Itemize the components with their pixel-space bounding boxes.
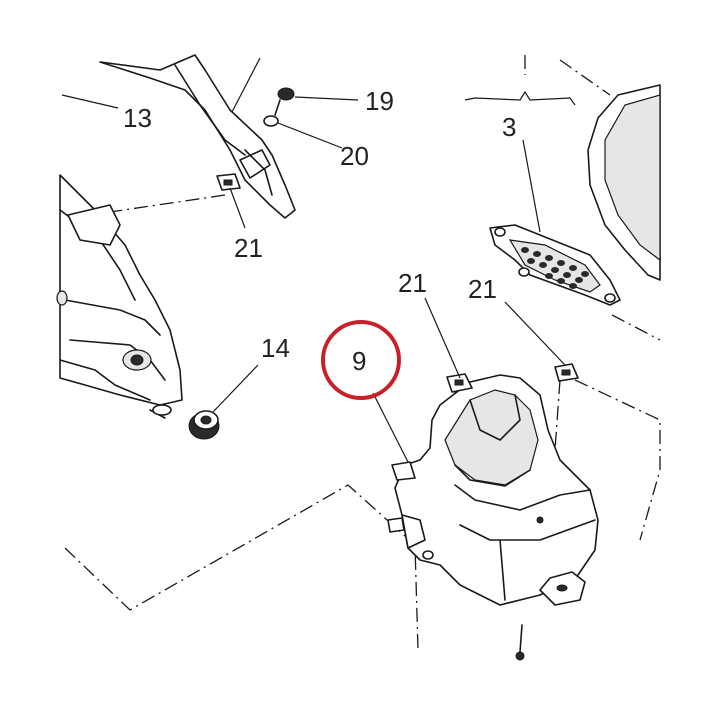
callout-14: 14 (261, 333, 290, 363)
callout-3: 3 (502, 112, 516, 142)
highlight-ring-part-9 (321, 320, 401, 400)
grille-cells (521, 247, 589, 289)
callout-19: 19 (365, 86, 394, 116)
part-3-grille-mesh (489, 224, 621, 306)
callout-21-top: 21 (234, 233, 263, 263)
part-9-heat-shield (387, 374, 599, 661)
callout-21-right: 21 (468, 274, 497, 304)
part-14-grommet (188, 410, 220, 440)
callout-labels: 13 19 20 21 3 14 21 21 9 (123, 86, 516, 400)
part-21-clip-nut-top (216, 173, 241, 191)
callout-20: 20 (340, 141, 369, 171)
callout-21-mid: 21 (398, 268, 427, 298)
callout-13: 13 (123, 103, 152, 133)
right-side-cover (587, 84, 661, 281)
left-body-panel (56, 174, 183, 419)
leader-lines (61, 57, 576, 463)
part-20-washer (263, 115, 279, 127)
callout-9: 9 (352, 346, 366, 376)
part-13-bracket (99, 54, 296, 219)
part-19-screw (274, 87, 295, 116)
part-21-clip-nut-right (554, 363, 579, 382)
